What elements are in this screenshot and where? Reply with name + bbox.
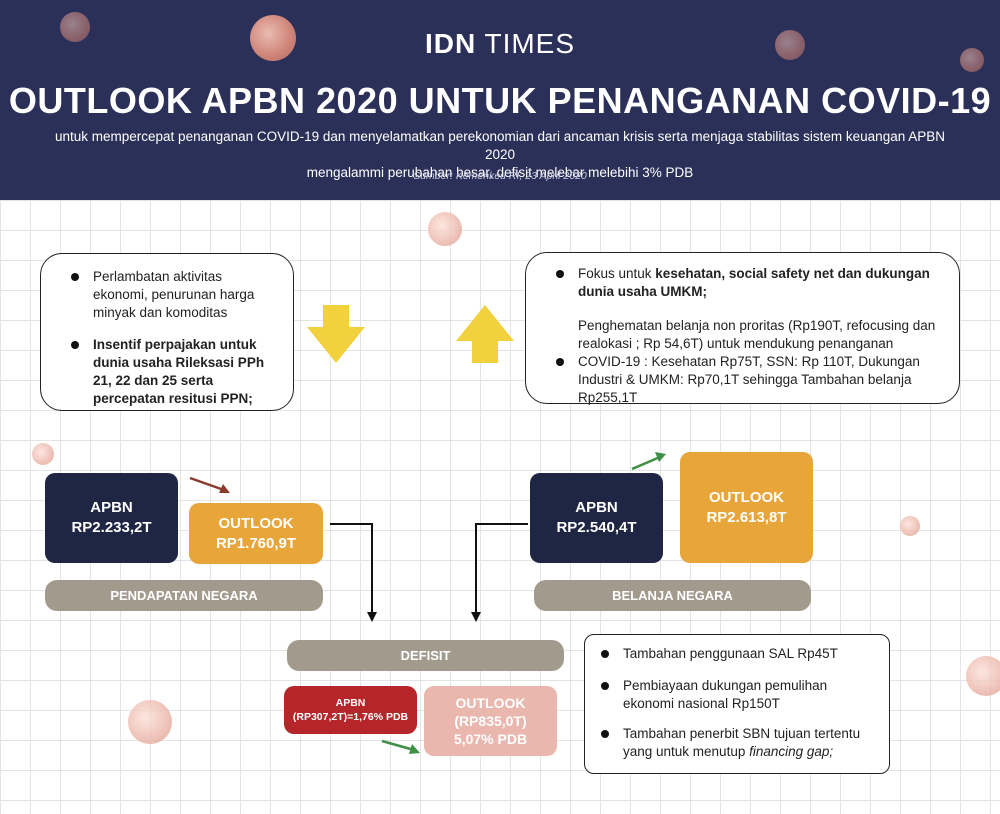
virus-icon bbox=[32, 443, 54, 465]
virus-icon bbox=[966, 656, 1000, 696]
virus-icon bbox=[250, 15, 296, 61]
flow-arrow-icon bbox=[330, 523, 377, 622]
pembiayaan-info-box: Tambahan penggunaan SAL Rp45T Pembiayaan… bbox=[584, 634, 890, 774]
pendapatan-section-label: PENDAPATAN NEGARA bbox=[45, 580, 323, 611]
brand-logo: IDN TIMES bbox=[424, 28, 576, 59]
arrow-down-icon bbox=[307, 305, 365, 363]
virus-icon bbox=[775, 30, 805, 60]
virus-icon bbox=[428, 212, 462, 246]
defisit-outlook-card: OUTLOOK (RP835,0T) 5,07% PDB bbox=[424, 686, 557, 756]
belanja-apbn-card: APBN RP2.540,4T bbox=[530, 473, 663, 563]
trend-arrow-icon bbox=[631, 452, 666, 471]
page-title: OUTLOOK APBN 2020 UNTUK PENANGANAN COVID… bbox=[8, 80, 992, 121]
belanja-section-label: BELANJA NEGARA bbox=[534, 580, 811, 611]
arrow-up-icon bbox=[456, 305, 514, 363]
pendapatan-outlook-card: OUTLOOK RP1.760,9T bbox=[189, 503, 323, 564]
bullet-item: Perlambatan aktivitas ekonomi, penurunan… bbox=[59, 268, 277, 322]
bullet-item: Pembiayaan dukungan pemulihan ekonomi na… bbox=[589, 677, 879, 713]
bullet-item: Insentif perpajakan untuk dunia usaha Ri… bbox=[59, 336, 277, 408]
flow-arrow-icon bbox=[471, 523, 528, 622]
bullet-item: Fokus untuk kesehatan, social safety net… bbox=[544, 265, 943, 301]
trend-arrow-icon bbox=[189, 476, 230, 493]
bullet-item: Penghematan belanja non proritas (Rp190T… bbox=[544, 317, 943, 407]
pendapatan-info-box: Perlambatan aktivitas ekonomi, penurunan… bbox=[40, 253, 294, 411]
belanja-info-box: Fokus untuk kesehatan, social safety net… bbox=[525, 252, 960, 407]
virus-icon bbox=[128, 700, 172, 744]
page-subtitle: untuk mempercepat penanganan COVID-19 da… bbox=[55, 129, 945, 180]
bullet-item: Tambahan penerbit SBN tujuan tertentu ya… bbox=[589, 725, 879, 761]
virus-icon bbox=[900, 516, 920, 536]
source-note: Sumber: Kemenkeu RI, 23 April 2020 bbox=[413, 170, 587, 182]
virus-icon bbox=[960, 48, 984, 72]
virus-icon bbox=[60, 12, 90, 42]
bullet-item: Tambahan penggunaan SAL Rp45T bbox=[589, 645, 879, 663]
trend-arrow-icon bbox=[381, 739, 420, 754]
defisit-apbn-card: APBN (RP307,2T)=1,76% PDB bbox=[284, 686, 417, 734]
pendapatan-apbn-card: APBN RP2.233,2T bbox=[45, 473, 178, 563]
header-banner bbox=[0, 0, 1000, 200]
defisit-section-label: DEFISIT bbox=[287, 640, 564, 671]
belanja-outlook-card: OUTLOOK RP2.613,8T bbox=[680, 452, 813, 563]
